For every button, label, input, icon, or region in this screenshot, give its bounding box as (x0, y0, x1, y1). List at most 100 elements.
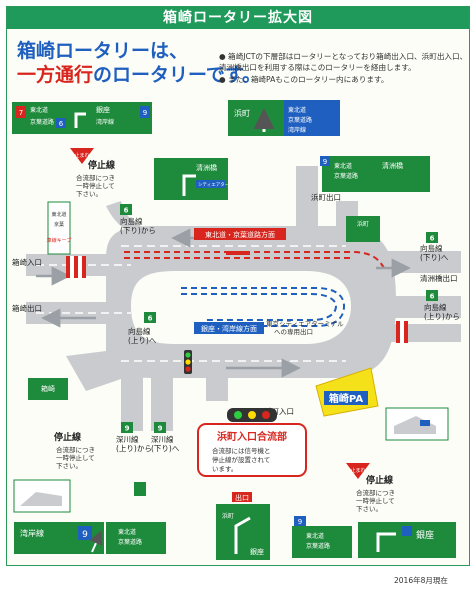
svg-text:浜町: 浜町 (222, 512, 234, 520)
svg-text:シティエアターミナル: シティエアターミナル (198, 181, 243, 188)
svg-text:下さい。: 下さい。 (76, 190, 102, 198)
svg-text:箱崎PA: 箱崎PA (329, 392, 363, 405)
svg-text:浜町: 浜町 (357, 220, 369, 228)
svg-text:京葉道路: 京葉道路 (30, 118, 54, 126)
red-lane-guide (124, 251, 385, 269)
sign-top-mid: 浜町 東北道 京葉道路 湾岸線 (228, 100, 340, 136)
rotary-diagram: 東北道・京葉道路方面 銀座・湾岸線方面 東京シティエアターミナル への専用出口 … (12, 100, 461, 560)
label-mukojima-up-from2: (上り)から (424, 312, 460, 321)
sign-bottom-left2: 東北道 京葉道路 (106, 522, 166, 554)
svg-text:一時停止して: 一時停止して (56, 453, 95, 462)
svg-text:清洲橋: 清洲橋 (382, 161, 403, 170)
svg-text:下さい。: 下さい。 (356, 505, 382, 513)
sign-bottom-route (134, 482, 146, 496)
svg-text:6: 6 (148, 315, 153, 323)
svg-text:京葉道路: 京葉道路 (334, 172, 358, 180)
label-hakozaki-exit: 箱崎出口 (12, 303, 42, 313)
stop-callout-3: 止まれ 停止線 合流部につき 一時停止して 下さい。 (346, 463, 395, 513)
svg-text:6: 6 (430, 293, 435, 301)
svg-text:京葉: 京葉 (54, 221, 64, 228)
road-text-lower: 銀座・湾岸線方面 (194, 322, 264, 334)
svg-text:清洲橋: 清洲橋 (196, 163, 217, 172)
sign-top-left: 7 東北道 京葉道路 6 銀座 湾岸線 9 (12, 102, 152, 134)
svg-text:合流部につき: 合流部につき (356, 488, 395, 497)
svg-text:銀座: 銀座 (96, 105, 110, 114)
sign-pa-left: 箱崎 (28, 378, 68, 400)
svg-text:6: 6 (59, 120, 64, 128)
label-fukagawa-up2: (上り)から (116, 444, 152, 453)
label-hamacho-entrance: 浜町入口 (264, 406, 294, 416)
svg-text:9: 9 (143, 109, 147, 117)
svg-text:箱崎: 箱崎 (41, 384, 55, 393)
merge-callout: 浜町入口合流部 合流部には信号機と 停止線が設置されて います。 (197, 408, 307, 477)
note-2: ● また、箱崎PAもこのロータリー内にあります。 (219, 75, 389, 84)
sign-bottom-mid: 出口 浜町 銀座 (216, 492, 270, 560)
svg-text:7: 7 (19, 109, 23, 117)
svg-text:銀座・湾岸線方面: 銀座・湾岸線方面 (201, 324, 257, 333)
headline-line1: 箱崎ロータリーは、 (17, 40, 189, 62)
svg-text:下さい。: 下さい。 (56, 462, 82, 470)
blue-lane-guide (181, 287, 346, 327)
note-1: ● 箱崎JCTの下層部はロータリーとなっており箱崎出入口、浜町出入口、清洲橋出口… (219, 52, 468, 72)
svg-text:一時停止して: 一時停止して (356, 496, 395, 505)
svg-text:浜町: 浜町 (234, 108, 250, 118)
svg-text:停止線: 停止線 (88, 159, 115, 171)
svg-text:車線キープ: 車線キープ (47, 237, 72, 244)
svg-text:合流部につき: 合流部につき (76, 173, 115, 182)
sign-bottom-right: 銀座 (358, 522, 456, 558)
stop-bars (66, 251, 408, 343)
svg-text:東北道: 東北道 (288, 106, 306, 114)
sign-right: 東北道 京葉道路 清洲橋 9 (320, 156, 430, 192)
footer-date: 2016年8月現在 (394, 576, 448, 585)
svg-text:湾岸線: 湾岸線 (288, 126, 306, 134)
city-air-terminal-line1: 東京シティエアターミナル (266, 319, 344, 328)
stop-callout-1: 止まれ 停止線 合流部につき 一時停止して 下さい。 (70, 148, 115, 198)
label-mukojima-up-to2: (上り)へ (128, 336, 157, 345)
svg-text:浜町入口合流部: 浜町入口合流部 (217, 430, 287, 443)
label-mukojima-down-from2: (下り)から (120, 226, 156, 235)
svg-text:9: 9 (298, 518, 302, 526)
stop-callout-2: 停止線 合流部につき 一時停止して 下さい。 (54, 431, 95, 470)
svg-text:出口: 出口 (235, 493, 249, 502)
svg-text:停止線: 停止線 (366, 474, 393, 486)
svg-text:います。: います。 (212, 465, 237, 473)
headline-blue: のロータリーです。 (93, 64, 261, 86)
svg-text:銀座: 銀座 (250, 547, 264, 556)
svg-text:一時停止して: 一時停止して (76, 181, 115, 190)
headline: 箱崎ロータリーは、 一方通行のロータリーです。 (17, 39, 261, 87)
svg-text:停止線が設置されて: 停止線が設置されて (212, 455, 270, 464)
label-mukojima-up-from: 向島線 (424, 302, 447, 312)
svg-text:止まれ: 止まれ (74, 152, 89, 159)
svg-text:合流部には信号機と: 合流部には信号機と (212, 446, 271, 455)
svg-text:銀座: 銀座 (416, 529, 434, 541)
route-shields: 6 6 6 6 9 9 (120, 204, 438, 433)
svg-text:6: 6 (430, 235, 435, 243)
sign-left-vertical: 東北道 京葉 車線キープ (47, 201, 72, 255)
label-mukojima-down-to2: (下り)へ (420, 253, 449, 262)
svg-text:6: 6 (124, 207, 129, 215)
svg-text:合流部につき: 合流部につき (56, 445, 95, 454)
svg-text:東北道: 東北道 (118, 528, 136, 536)
sign-hamacho-small: 浜町 (346, 216, 380, 242)
label-fukagawa-down: 深川線 (151, 434, 174, 444)
svg-text:東北道: 東北道 (51, 211, 66, 218)
svg-text:停止線: 停止線 (54, 431, 81, 443)
svg-text:湾岸線: 湾岸線 (20, 528, 44, 538)
svg-text:東北道: 東北道 (306, 532, 324, 540)
svg-text:東北道・京葉道路方面: 東北道・京葉道路方面 (205, 230, 275, 239)
svg-text:9: 9 (323, 158, 327, 166)
sign-pa-right-map (385, 407, 449, 441)
sign-bottom-right-center: 9 東北道 京葉道路 (292, 516, 352, 558)
page-title: 箱崎ロータリー拡大図 (7, 7, 469, 29)
svg-text:9: 9 (158, 425, 163, 433)
city-air-terminal-line2: への専用出口 (274, 327, 313, 336)
road-text-upper: 東北道・京葉道路方面 (194, 228, 286, 240)
sign-bottom-left: 湾岸線 9 (14, 522, 104, 554)
label-fukagawa-up: 深川線 (116, 434, 139, 444)
svg-text:9: 9 (82, 530, 88, 540)
svg-text:東北道: 東北道 (334, 162, 352, 170)
svg-text:京葉道路: 京葉道路 (118, 538, 142, 546)
svg-text:京葉道路: 京葉道路 (306, 542, 330, 550)
sign-mid: 清洲橋 シティエアターミナル (154, 158, 243, 200)
label-mukojima-down-from: 向島線 (120, 216, 143, 226)
